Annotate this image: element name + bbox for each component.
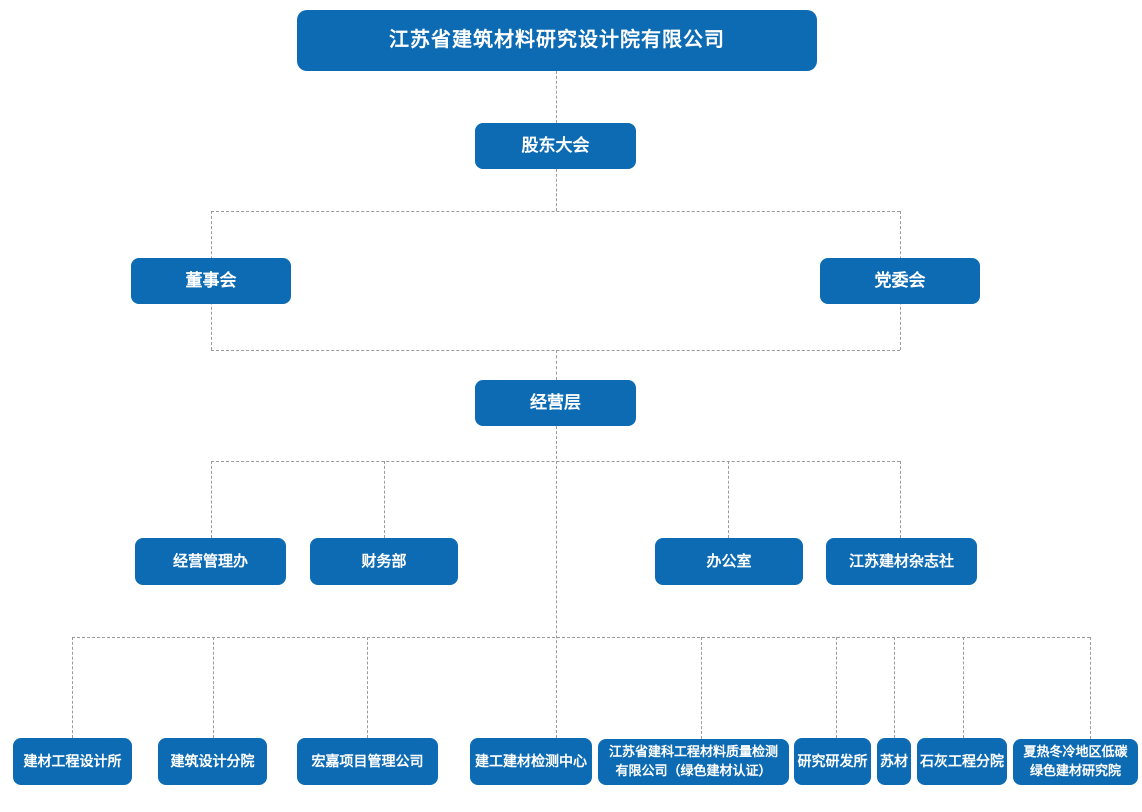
node-management-level: 经营层	[475, 380, 636, 426]
governance-frame-top	[211, 211, 900, 212]
node-dept-general-office: 办公室	[655, 538, 803, 585]
connector-governance-to-management	[556, 350, 557, 380]
connector-sub-jianke-testing	[701, 637, 702, 739]
connector-dept-general-office	[728, 461, 729, 538]
connector-management-trunk	[556, 426, 557, 738]
node-sub-lime-branch: 石灰工程分院	[917, 738, 1007, 785]
connector-sub-research	[836, 637, 837, 738]
node-company-root: 江苏省建筑材料研究设计院有限公司	[297, 10, 817, 71]
node-sub-architecture-branch: 建筑设计分院	[158, 738, 267, 785]
node-shareholders-meeting: 股东大会	[475, 123, 636, 169]
node-party-committee: 党委会	[820, 258, 980, 304]
governance-frame-bottom	[211, 350, 900, 351]
node-sub-low-carbon-institute: 夏热冬冷地区低碳绿色建材研究院	[1013, 739, 1138, 785]
node-board-of-directors: 董事会	[131, 258, 291, 304]
connector-sub-architecture-branch	[213, 637, 214, 738]
node-sub-jianke-quality-testing: 江苏省建科工程材料质量检测有限公司（绿色建材认证）	[598, 739, 789, 785]
node-dept-magazine: 江苏建材杂志社	[826, 538, 977, 585]
node-sub-research-institute: 研究研发所	[794, 738, 871, 785]
connector-dept-management-office	[211, 461, 212, 538]
connector-sub-lime-branch	[963, 637, 964, 738]
departments-branch-line	[211, 461, 900, 462]
subsidiaries-branch-line	[72, 637, 1090, 638]
connector-sub-design-institute	[72, 637, 73, 738]
connector-sub-hongjia-pm	[367, 637, 368, 738]
connector-sub-sucai	[894, 637, 895, 738]
node-dept-finance: 财务部	[310, 538, 458, 585]
connector-sub-low-carbon	[1090, 637, 1091, 739]
connector-dept-magazine	[900, 461, 901, 538]
node-sub-hongjia-pm: 宏嘉项目管理公司	[297, 738, 438, 785]
node-sub-design-institute: 建材工程设计所	[13, 738, 132, 785]
connector-shareholders-to-governance	[556, 169, 557, 211]
connector-root-to-shareholders	[556, 71, 557, 123]
node-sub-testing-center: 建工建材检测中心	[470, 738, 592, 785]
node-sub-sucai: 苏材	[877, 738, 911, 785]
connector-dept-finance	[384, 461, 385, 538]
node-dept-management-office: 经营管理办	[135, 538, 286, 585]
